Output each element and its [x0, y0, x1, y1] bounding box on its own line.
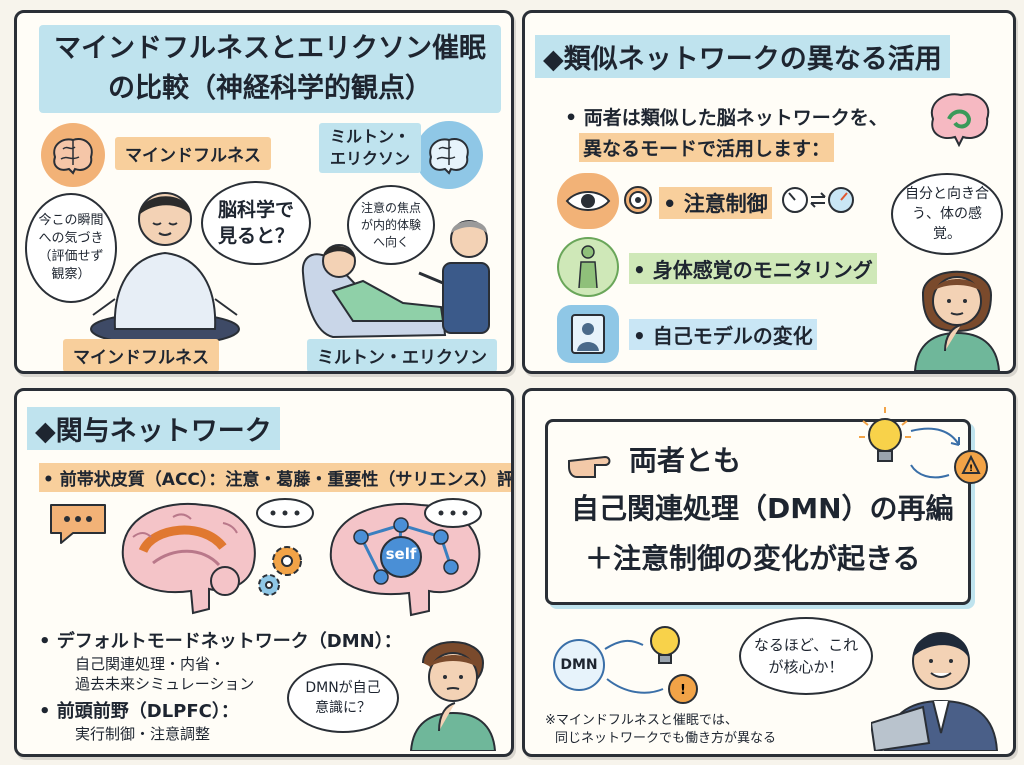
brain-acc-illustration [121, 502, 256, 615]
portrait-icon [557, 305, 619, 363]
bubble-present-awareness: 今この瞬間への気づき（評価せず観察） [25, 193, 117, 303]
gears-icon [258, 546, 302, 596]
conclusion-line3: ＋注意制御の変化が起きる [585, 542, 921, 575]
dmn-node: DMN [553, 639, 605, 691]
dlpfc-sub: 実行制御・注意調整 [75, 725, 211, 743]
brain-cycle-icon [930, 93, 990, 147]
svg-text:!: ! [969, 464, 973, 474]
bubble-neuroscience-question: 脳科学で見ると？ [201, 181, 311, 265]
meditating-person-illustration [90, 192, 240, 346]
thinking-woman-illustration [913, 270, 1001, 371]
dmn-sub2: 過去未来シミュレーション [75, 675, 255, 693]
panel-comparison: マインドフルネスとエリクソン催眠の比較（神経科学的観点） マインドフルネス ミル… [14, 10, 514, 374]
chat-bubble-icon [50, 504, 106, 544]
thinking-woman-2-illustration [409, 641, 497, 751]
brain-blue-icon [415, 121, 483, 189]
panel2-intro-line2: 異なるモードで活用します： [579, 133, 835, 162]
man-laptop-illustration [871, 632, 999, 751]
self-node-label: self [385, 545, 417, 563]
dmn-sub1: 自己関連処理・内省・ [75, 655, 226, 673]
brain-orange-icon [41, 123, 105, 187]
footnote-line2: 同じネットワークでも働き方が異なる [555, 731, 777, 746]
body-icon [557, 237, 619, 297]
thought-cloud-right-icon [424, 498, 482, 528]
bulb-warning-cycle-icon: ! [859, 407, 988, 484]
dmn-title: • デフォルトモードネットワーク（DMN）： [39, 631, 402, 652]
tag-mindfulness-top: マインドフルネス [115, 137, 271, 170]
acc-description: • 前帯状皮質（ACC）：注意・葛藤・重要性（サリエンス）評価 [39, 463, 511, 492]
panel2-intro-line1: • 両者は類似した脳ネットワークを、 [565, 107, 888, 129]
target-icon [624, 186, 652, 214]
thought-cloud-icon [256, 498, 314, 528]
bubble-self-awareness: DMNが自己意識に？ [287, 663, 399, 733]
item-body-monitoring: • 身体感覚のモニタリング [629, 253, 877, 284]
panel2-heading: ◆類似ネットワークの異なる活用 [535, 35, 950, 78]
tag-erickson-top: ミルトン・エリクソン [319, 123, 421, 173]
conclusion-line1: 両者とも [629, 444, 742, 477]
panel-involved-networks: ◆関与ネットワーク • 前帯状皮質（ACC）：注意・葛藤・重要性（サリエンス）評… [14, 388, 514, 757]
bubble-realization: なるほど、これが核心か！ [739, 617, 873, 695]
tag-erickson-bottom: ミルトン・エリクソン [307, 339, 497, 371]
bubble-body-awareness: 自分と向き合う、体の感覚。 [891, 173, 1003, 255]
pointing-hand-icon [568, 455, 611, 478]
panel3-heading: ◆関与ネットワーク [27, 407, 280, 450]
panel1-title: マインドフルネスとエリクソン催眠の比較（神経科学的観点） [39, 25, 501, 113]
dlpfc-title: • 前頭前野（DLPFC）： [39, 701, 239, 722]
hypnosis-session-illustration [301, 220, 490, 339]
panel-conclusion: 両者とも 自己関連処理（DMN）の再編 ＋注意制御の変化が起きる ! DMN !… [522, 388, 1016, 757]
gauge-switch-icon [782, 187, 854, 213]
bubble-inner-focus: 注意の焦点が内的体験へ向く [347, 185, 435, 265]
footnote-line1: ※マインドフルネスと催眠では、 [545, 713, 738, 728]
conclusion-box [545, 419, 971, 605]
item-attention-control: • 注意制御 [659, 187, 772, 219]
eye-icon [557, 173, 619, 229]
brain-dmn-illustration [329, 503, 481, 617]
tag-mindfulness-bottom: マインドフルネス [63, 339, 219, 371]
dmn-cycle-icon: ! [604, 626, 698, 704]
conclusion-line2: 自己関連処理（DMN）の再編 [571, 492, 954, 525]
svg-text:!: ! [680, 683, 686, 698]
item-self-model: • 自己モデルの変化 [629, 319, 817, 350]
panel-networks-usage: ◆類似ネットワークの異なる活用 • 両者は類似した脳ネットワークを、 異なるモー… [522, 10, 1016, 374]
